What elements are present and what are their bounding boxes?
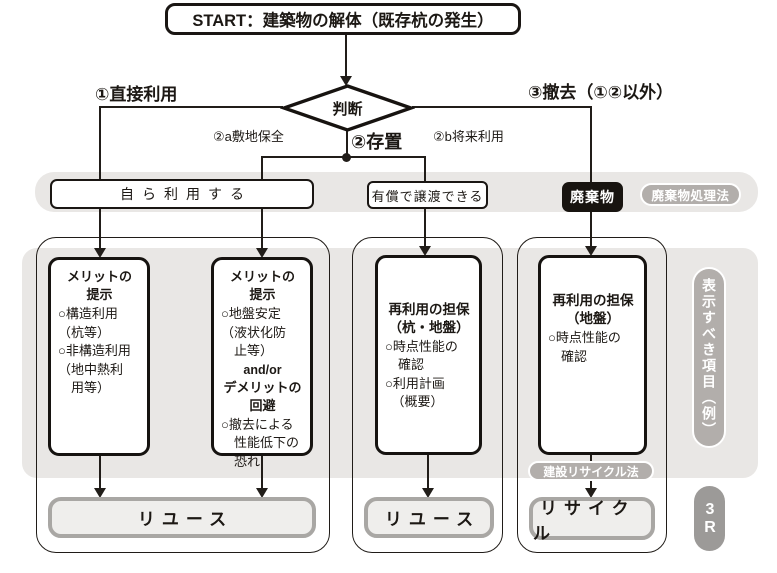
arrowhead-icon [340, 76, 352, 86]
start-node: START：建築物の解体（既存杭の発生） [165, 3, 521, 35]
group-waste [517, 237, 667, 553]
branch-label-removal: ③撤去（①②以外） [528, 83, 674, 102]
waste-law-pill: 廃棄物処理法 [640, 183, 741, 206]
flow-line [345, 35, 347, 77]
paid-transfer-node: 有償で譲渡できる [367, 181, 488, 209]
branch-label-future-use: ②b将来利用 [433, 129, 504, 144]
arrowhead-icon [94, 488, 106, 498]
self-use-node: 自ら利用する [50, 179, 314, 209]
flow-line [261, 456, 263, 489]
flow-line [261, 209, 263, 249]
display-items-pill: 表示すべき項目（例） [692, 267, 726, 448]
flow-line [99, 106, 101, 180]
merit2-connector: and/or [243, 362, 282, 377]
reuse-outcome-left: リユース [48, 497, 316, 538]
flow-line [261, 156, 426, 158]
guarantee-ground-body: ○時点性能の 確認 [548, 330, 621, 364]
guarantee-ground-title: 再利用の担保 （地盤） [552, 293, 634, 326]
arrowhead-icon [256, 488, 268, 498]
guarantee-pile-body: ○時点性能の 確認 ○利用計画 （概要） [385, 338, 458, 410]
guarantee-pile-box: 再利用の担保 （杭・地盤） ○時点性能の 確認 ○利用計画 （概要） [375, 255, 482, 455]
flow-line [590, 455, 592, 465]
merit2-title2: デメリットの 回避 [223, 379, 302, 413]
flow-line [427, 455, 429, 489]
reuse-middle-label: リユース [384, 510, 481, 529]
merit2-box: メリットの 提示 ○地盤安定 （液状化防 止等） and/or デメリットの 回… [211, 257, 313, 469]
waste-label: 廃棄物 [570, 189, 615, 205]
waste-law-label: 廃棄物処理法 [651, 189, 730, 203]
decision-diamond [280, 84, 415, 132]
flow-line [424, 156, 426, 182]
waste-node: 廃棄物 [562, 182, 623, 212]
decision-label: 判断 [332, 100, 363, 118]
arrowhead-icon [585, 488, 597, 498]
flow-line [346, 130, 348, 158]
three-r-label: 3R [701, 500, 719, 537]
flow-line [99, 456, 101, 489]
guarantee-pile-title: 再利用の担保 （杭・地盤） [388, 301, 470, 335]
arrowhead-icon [256, 248, 268, 258]
recycle-label: リサイクル [533, 498, 636, 543]
flow-line [261, 156, 263, 180]
merit2-body2: ○撤去による 性能低下の 恐れ [221, 416, 300, 469]
start-label: START：建築物の解体（既存杭の発生） [192, 12, 494, 30]
reuse-outcome-middle: リユース [364, 497, 494, 538]
flow-line [590, 212, 592, 247]
flow-line [590, 479, 592, 489]
branch-label-direct-use: ①直接利用 [95, 85, 178, 104]
self-use-label: 自ら利用する [120, 186, 252, 202]
merit1-body: ○構造利用 （杭等） ○非構造利用 （地中熱利 用等） [58, 306, 131, 395]
recycle-law-label: 建設リサイクル法 [543, 464, 639, 479]
merit1-title: メリットの 提示 [66, 269, 132, 302]
merit2-title: メリットの 提示 [229, 269, 295, 302]
arrowhead-icon [585, 246, 597, 256]
group-direct-use [36, 237, 330, 553]
arrowhead-icon [94, 248, 106, 258]
flow-line [412, 106, 592, 108]
reuse-left-label: リユース [137, 510, 234, 529]
branch-label-leave-in-place: ②存置 [351, 132, 403, 152]
branch-label-site-preservation: ②a敷地保全 [213, 129, 284, 144]
three-r-pill: 3R [694, 486, 725, 551]
arrowhead-icon [419, 246, 431, 256]
flow-line [99, 209, 101, 249]
display-items-label: 表示すべき項目（例） [701, 277, 717, 438]
group-paid-transfer [352, 237, 503, 553]
flow-line [99, 106, 283, 108]
flow-line [590, 106, 592, 184]
recycle-outcome: リサイクル [529, 497, 655, 543]
guarantee-ground-box: 再利用の担保 （地盤） ○時点性能の 確認 [538, 255, 647, 455]
recycle-law-pill: 建設リサイクル法 [528, 461, 654, 481]
merit2-body1: ○地盤安定 （液状化防 止等） [221, 306, 287, 358]
merit1-box: メリットの 提示 ○構造利用 （杭等） ○非構造利用 （地中熱利 用等） [48, 257, 150, 456]
flow-line [424, 209, 426, 247]
paid-transfer-label: 有償で譲渡できる [371, 188, 484, 204]
arrowhead-icon [422, 488, 434, 498]
